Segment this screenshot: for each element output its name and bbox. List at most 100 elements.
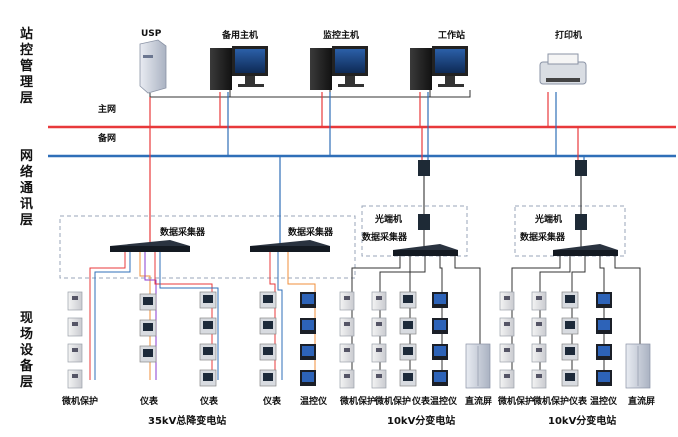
relay-protection-icon <box>371 317 387 337</box>
svg-text:网络通讯层: 网络通讯层 <box>20 149 33 228</box>
relay-protection-icon <box>67 317 83 337</box>
meter-icon <box>561 317 579 335</box>
relay-protection-icon <box>371 291 387 311</box>
relay-protection-icon <box>339 291 355 311</box>
fiber-switch-icon <box>575 160 587 176</box>
monitor-host-label: 监控主机 <box>323 29 359 41</box>
relay-protection-icon <box>499 291 515 311</box>
relay-protection-icon <box>531 369 547 389</box>
field-label-relay-3: 微机保护 <box>374 395 411 407</box>
temperature-controller-icon <box>300 370 316 386</box>
meter-icon <box>199 317 217 335</box>
collector-label-1: 数据采集器 <box>160 226 206 238</box>
data-collector-icon <box>393 244 458 256</box>
optical-label-2: 光端机 <box>534 213 562 225</box>
meter-icon <box>259 369 277 387</box>
meter-icon <box>199 343 217 361</box>
collector-label-2: 数据采集器 <box>288 226 334 238</box>
meter-icon <box>399 369 417 387</box>
svg-text:站控管理层: 站控管理层 <box>20 26 33 106</box>
data-collector-icon <box>110 240 190 252</box>
field-label-meter-3: 仪表 <box>262 395 282 407</box>
station-lan-line <box>149 90 471 98</box>
workstation-label: 工作站 <box>438 29 465 41</box>
layer-label-field: 现场设备层 <box>19 311 34 390</box>
field-label-relay-4: 微机保护 <box>497 395 534 407</box>
meter-icon <box>139 319 157 337</box>
relay-protection-icon <box>531 317 547 337</box>
field-label-relay-1: 微机保护 <box>61 395 98 407</box>
relay-protection-icon <box>499 343 515 363</box>
meter-icon <box>561 343 579 361</box>
field-label-relay-5: 微机保护 <box>532 395 569 407</box>
field-label-temp-2: 温控仪 <box>430 395 458 407</box>
svg-text:现场设备层: 现场设备层 <box>19 311 34 390</box>
meter-icon <box>199 291 217 309</box>
layer-label-network: 网络通讯层 <box>20 149 33 228</box>
field-label-dc-2: 直流屏 <box>628 395 655 407</box>
temperature-controller-icon <box>300 318 316 334</box>
backup-network-label: 备网 <box>97 132 116 144</box>
relay-protection-icon <box>339 317 355 337</box>
optical-group-box-2 <box>514 205 626 257</box>
field-label-relay-2: 微机保护 <box>339 395 376 407</box>
dc-cabinet-icon <box>625 343 651 389</box>
temperature-controller-icon <box>432 370 448 386</box>
temperature-controller-icon <box>432 344 448 360</box>
meter-icon <box>561 369 579 387</box>
meter-icon <box>139 293 157 311</box>
main-network-label: 主网 <box>98 103 116 115</box>
meter-icon <box>399 317 417 335</box>
temperature-controller-icon <box>596 292 612 308</box>
meter-icon <box>399 343 417 361</box>
relay-protection-icon <box>67 369 83 389</box>
meter-icon <box>399 291 417 309</box>
printer-label: 打印机 <box>555 29 582 41</box>
field-label-temp-1: 温控仪 <box>300 395 328 407</box>
relay-protection-icon <box>67 291 83 311</box>
workstation-icon <box>410 46 468 90</box>
monitor-host-icon <box>310 46 368 90</box>
field-label-dc-1: 直流屏 <box>465 395 492 407</box>
optical-terminal-icon <box>575 214 587 230</box>
ups-label: USP <box>141 29 162 39</box>
field-label-meter-1: 仪表 <box>139 395 159 407</box>
field-label-meter-2: 仪表 <box>199 395 219 407</box>
dc-cabinet-icon <box>465 343 491 389</box>
meter-icon <box>259 317 277 335</box>
field-label-meter-5: 仪表 <box>568 395 588 407</box>
relay-protection-icon <box>499 369 515 389</box>
meter-icon <box>139 345 157 363</box>
meter-icon <box>199 369 217 387</box>
relay-protection-icon <box>339 369 355 389</box>
meter-icon <box>259 291 277 309</box>
field-label-meter-4: 仪表 <box>411 395 431 407</box>
temperature-controller-icon <box>300 344 316 360</box>
relay-protection-icon <box>531 291 547 311</box>
meter-icon <box>259 343 277 361</box>
optical-label-1: 光端机 <box>374 213 402 225</box>
temperature-controller-icon <box>300 292 316 308</box>
collector-group-box-1 <box>59 215 356 279</box>
relay-protection-icon <box>371 343 387 363</box>
data-collector-icon <box>553 244 618 256</box>
station-caption-3: 10kV分变电站 <box>548 414 616 427</box>
collector-label-4: 数据采集器 <box>520 231 566 243</box>
collector-label-3: 数据采集器 <box>362 231 408 243</box>
optical-group-box-1 <box>361 205 468 257</box>
layer-label-station: 站控管理层 <box>20 26 33 106</box>
temperature-controller-icon <box>432 292 448 308</box>
ups-icon <box>139 39 167 94</box>
field-wiring-group-1 <box>89 252 316 380</box>
fiber-switch-icon <box>418 160 430 176</box>
field-label-temp-3: 温控仪 <box>590 395 618 407</box>
temperature-controller-icon <box>432 318 448 334</box>
printer-icon <box>539 53 587 85</box>
station-caption-1: 35kV总降变电站 <box>148 414 226 427</box>
relay-protection-icon <box>371 369 387 389</box>
relay-protection-icon <box>339 343 355 363</box>
backup-host-label: 备用主机 <box>221 29 258 41</box>
field-devices <box>67 291 651 389</box>
